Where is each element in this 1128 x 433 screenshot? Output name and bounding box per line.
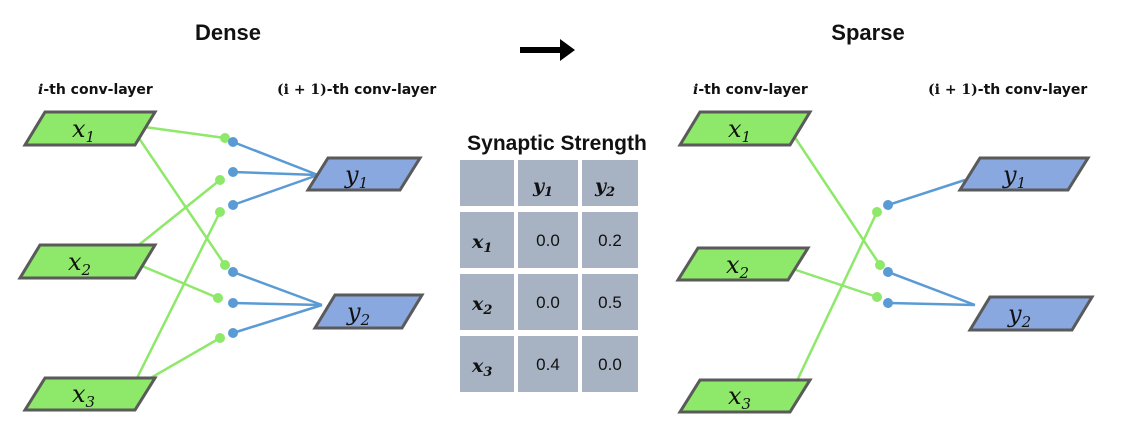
sparse-node-y2: y2 <box>967 295 1095 332</box>
sparse-dot-blue-1 <box>883 200 893 210</box>
dense-node-y2: y2 <box>312 293 425 330</box>
dense-dot-blue-5 <box>228 298 238 308</box>
dense-node-x3: x3 <box>22 376 158 412</box>
table-title: Synaptic Strength <box>467 132 647 155</box>
table-row-head-x1 <box>460 212 514 268</box>
sparse-node-x3-label: x3 <box>728 382 751 413</box>
sparse-edge-x2-y2 <box>789 266 878 299</box>
sparse-dot-green-2 <box>875 260 885 270</box>
table-row-head-x3 <box>460 336 514 392</box>
dense-ip1-layer-label: (i + 1)-th conv-layer <box>277 82 436 98</box>
dense-edges <box>128 123 323 389</box>
sparse-node-y1: y1 <box>957 156 1091 192</box>
table-row-head-x1-label: x1 <box>471 231 492 256</box>
dense-edge-x2-y2 <box>134 261 219 300</box>
table-col-head-y2 <box>582 160 638 206</box>
dense-dot-green-1 <box>220 133 230 143</box>
dense-dot-green-5 <box>213 293 223 303</box>
table-value-x3-y1: 0.4 <box>536 355 560 374</box>
sparse-node-x2-label: x2 <box>726 251 749 282</box>
table-value-x3-y2: 0.0 <box>598 355 622 374</box>
table-row-head-x2-label: x2 <box>471 293 492 318</box>
right-arrow-icon <box>520 39 575 61</box>
table-cell-x3-y1 <box>518 336 578 392</box>
sparse-wire-x3-y1 <box>887 178 966 207</box>
table-cell-x1-y2 <box>582 212 638 268</box>
table-value-x2-y2: 0.5 <box>598 293 622 312</box>
dense-node-x2: x2 <box>17 243 158 280</box>
sparse-dot-green-1 <box>872 207 882 217</box>
dense-wire-x2-y2 <box>232 301 323 307</box>
dense-dot-green-3 <box>215 207 225 217</box>
dense-node-x2-label: x2 <box>68 248 91 279</box>
synaptic-strength-table: y1 y2 x1 0.0 0.2 x2 0.0 0.5 x3 0.4 0.0 <box>460 160 638 392</box>
sparse-node-x3: x3 <box>677 378 813 414</box>
sparse-junction-dots <box>872 200 893 308</box>
dense-dot-green-6 <box>215 333 225 343</box>
dense-edge-x2-y1 <box>134 179 221 249</box>
dense-dot-blue-4 <box>228 267 238 277</box>
table-cell-x2-y1 <box>518 274 578 330</box>
dense-wire-x3-y1 <box>232 173 319 207</box>
dense-wire-x1-y2 <box>232 270 323 307</box>
dense-edge-x1-y2 <box>128 124 227 266</box>
table-cell-x3-y2 <box>582 336 638 392</box>
dense-junction-dots <box>213 133 238 343</box>
table-value-x2-y1: 0.0 <box>536 293 560 312</box>
dense-node-y1-label: y1 <box>344 161 368 192</box>
sparse-node-x1-label: x1 <box>728 115 751 146</box>
sparse-edge-x1-y2 <box>788 129 882 266</box>
dense-wire-x1-y1 <box>232 140 319 177</box>
sparse-node-y1-label: y1 <box>1002 161 1026 192</box>
sparse-wire-x2-y2 <box>887 301 976 307</box>
dense-dot-green-4 <box>220 260 230 270</box>
sparse-node-x2: x2 <box>675 246 811 282</box>
dense-node-x1: x1 <box>22 110 158 147</box>
dense-dot-blue-1 <box>228 137 238 147</box>
sparse-node-x1: x1 <box>677 110 813 147</box>
sparse-i-layer-label: i-th conv-layer <box>693 82 808 98</box>
dense-edge-x3-y1 <box>133 211 222 383</box>
table-row-head-x3-label: x3 <box>471 355 492 380</box>
table-col-head-y2-label: y2 <box>594 175 615 200</box>
sparse-node-y2-label: y2 <box>1007 300 1031 331</box>
dense-node-y2-label: y2 <box>346 298 370 329</box>
table-corner-cell <box>460 160 514 206</box>
dense-wire-x2-y1 <box>232 170 319 177</box>
dense-title: Dense <box>195 20 261 45</box>
dense-dot-blue-3 <box>228 200 238 210</box>
sparse-edges <box>788 129 976 386</box>
table-value-x1-y2: 0.2 <box>598 231 622 250</box>
table-col-head-y1-label: y1 <box>532 175 553 200</box>
dense-dot-green-2 <box>215 175 225 185</box>
dense-node-y1: y1 <box>305 156 423 192</box>
dense-dot-blue-6 <box>228 328 238 338</box>
dense-node-x3-label: x3 <box>72 380 95 411</box>
table-row-head-x2 <box>460 274 514 330</box>
sparse-wire-x1-y2 <box>887 270 976 307</box>
sparse-dot-green-3 <box>872 292 882 302</box>
sparse-edge-x3-y1 <box>793 211 879 386</box>
table-value-x1-y1: 0.0 <box>536 231 560 250</box>
sparse-dot-blue-3 <box>883 298 893 308</box>
table-cell-x2-y2 <box>582 274 638 330</box>
dense-dot-blue-2 <box>228 167 238 177</box>
dense-i-layer-label: i-th conv-layer <box>38 82 153 98</box>
sparse-ip1-layer-label: (i + 1)-th conv-layer <box>928 82 1087 98</box>
dense-wire-x3-y2 <box>232 303 323 335</box>
table-col-head-y1 <box>518 160 578 206</box>
table-cell-x1-y1 <box>518 212 578 268</box>
sparse-title: Sparse <box>831 20 904 45</box>
dense-node-x1-label: x1 <box>72 115 95 146</box>
sparse-dot-blue-2 <box>883 267 893 277</box>
